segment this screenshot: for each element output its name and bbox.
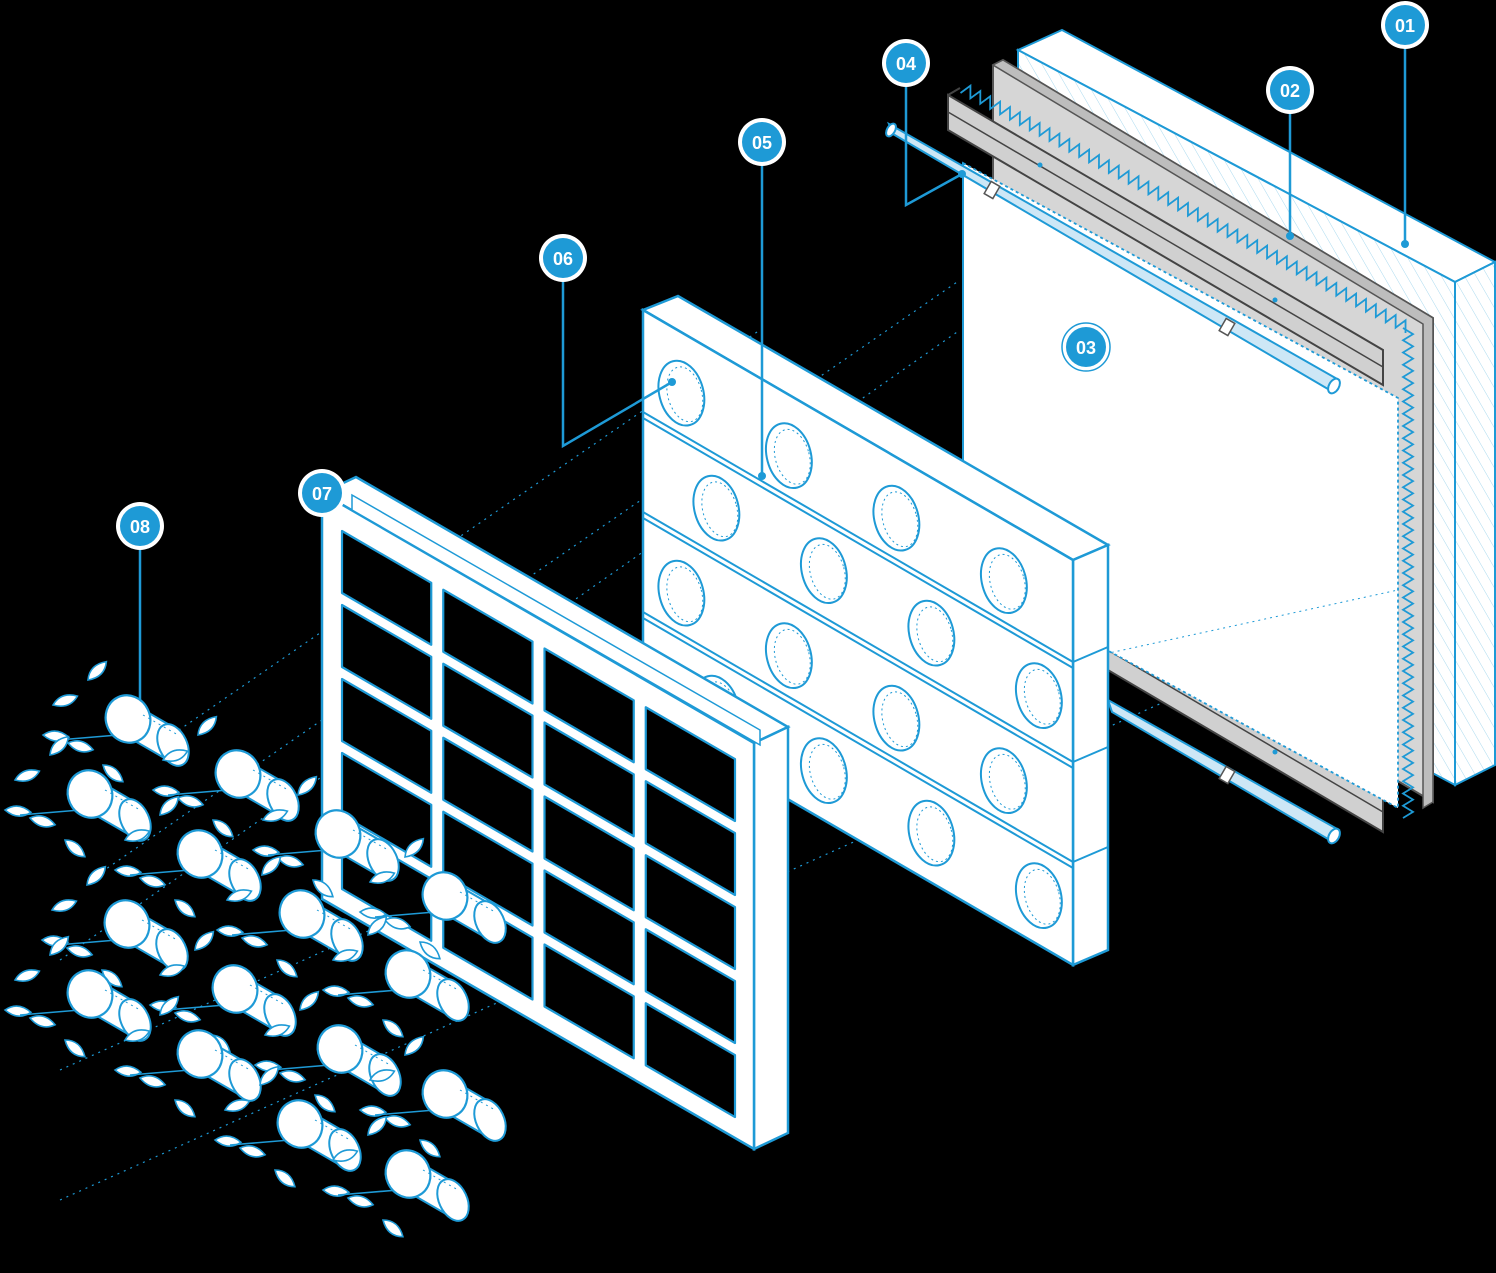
plant-plug (151, 715, 300, 838)
board-hole (979, 547, 1028, 615)
grid-cell (442, 588, 534, 705)
callout-05-label: 05 (752, 133, 772, 153)
plant-plug (41, 660, 190, 783)
callout-07: 07 (298, 469, 346, 517)
grid-cell (543, 943, 635, 1060)
board-hole (657, 559, 706, 627)
grid-cells (340, 493, 761, 1119)
grid-cell (543, 721, 635, 838)
grid-cell (442, 810, 534, 927)
fabric-wave-edge (959, 83, 1415, 819)
irrigation-pipe-bottom (1106, 697, 1341, 845)
grid-cell (442, 736, 534, 853)
callout-07-label: 07 (312, 484, 332, 504)
board-hole (657, 359, 706, 427)
planting-module-board (640, 294, 1111, 968)
board-hole (1014, 662, 1063, 730)
callout-06-label: 06 (553, 249, 573, 269)
plant-leaves (3, 735, 86, 858)
board-holes (657, 359, 1063, 930)
plant-plug (321, 915, 470, 1038)
grid-cell (442, 662, 534, 779)
board-hole (907, 599, 956, 667)
board-hole (692, 474, 741, 542)
plant-leaves (40, 865, 123, 988)
board-hole (1014, 862, 1063, 930)
callout-08: 08 (116, 502, 164, 550)
leader-dots (668, 162, 1409, 755)
callout-06: 06 (539, 234, 587, 282)
plant-plug (358, 1035, 507, 1158)
irrigation-pipe-top (885, 121, 1341, 395)
plant-leaves (321, 1115, 404, 1238)
plant-plugs (3, 660, 507, 1238)
plant-plug (40, 865, 189, 988)
grid-cell (644, 780, 737, 897)
plant-leaves (321, 915, 404, 1038)
plant-leaves (3, 935, 86, 1058)
callout-03-label: 03 (1076, 338, 1096, 358)
grid-cell (340, 603, 433, 720)
callout-05: 05 (738, 118, 786, 166)
callout-04: 04 (882, 39, 930, 87)
grid-frame (319, 475, 791, 1152)
callout-02-label: 02 (1280, 81, 1300, 101)
board-hole (872, 684, 921, 752)
board-hole (799, 737, 848, 805)
grid-cell (340, 677, 433, 794)
board-hole (764, 422, 813, 490)
grid-cell (644, 706, 737, 823)
callout-08-label: 08 (130, 517, 150, 537)
board-hole (907, 799, 956, 867)
leader-lines (138, 48, 1407, 700)
plant-leaves (358, 1035, 441, 1158)
board-hole (799, 537, 848, 605)
plant-leaves (213, 1065, 296, 1188)
grid-cell (543, 795, 635, 912)
grid-cell (644, 928, 737, 1045)
plant-plug (213, 1065, 362, 1188)
plant-leaves (358, 837, 441, 960)
plant-leaves (253, 990, 336, 1113)
grid-cell (340, 529, 433, 646)
board-hole (872, 484, 921, 552)
grid-cell (644, 854, 737, 971)
grid-cell (644, 1002, 737, 1119)
callout-04-label: 04 (896, 54, 916, 74)
plant-leaves (251, 775, 334, 898)
board-hole (979, 747, 1028, 815)
callout-01-label: 01 (1395, 16, 1415, 36)
plant-plug (113, 995, 262, 1118)
plant-plug (215, 855, 364, 978)
plant-plug (358, 837, 507, 960)
plant-leaves (113, 795, 196, 918)
board-grooves (642, 411, 1109, 869)
grid-cell (543, 869, 635, 986)
grid-top-slot (351, 493, 761, 747)
plant-leaves (215, 855, 298, 978)
plant-plug (251, 775, 400, 898)
mounting-rail-top (947, 87, 1384, 387)
grid-cell (340, 751, 433, 868)
callout-02: 02 (1266, 66, 1314, 114)
plant-plug (321, 1115, 470, 1238)
callout-01: 01 (1381, 1, 1429, 49)
plant-leaves (113, 995, 196, 1118)
plant-plug (3, 735, 152, 858)
grid-cell (543, 647, 635, 764)
board-hole (764, 622, 813, 690)
plant-leaves (151, 715, 234, 838)
plant-plug (148, 930, 297, 1053)
callout-03: 03 (1061, 322, 1111, 372)
